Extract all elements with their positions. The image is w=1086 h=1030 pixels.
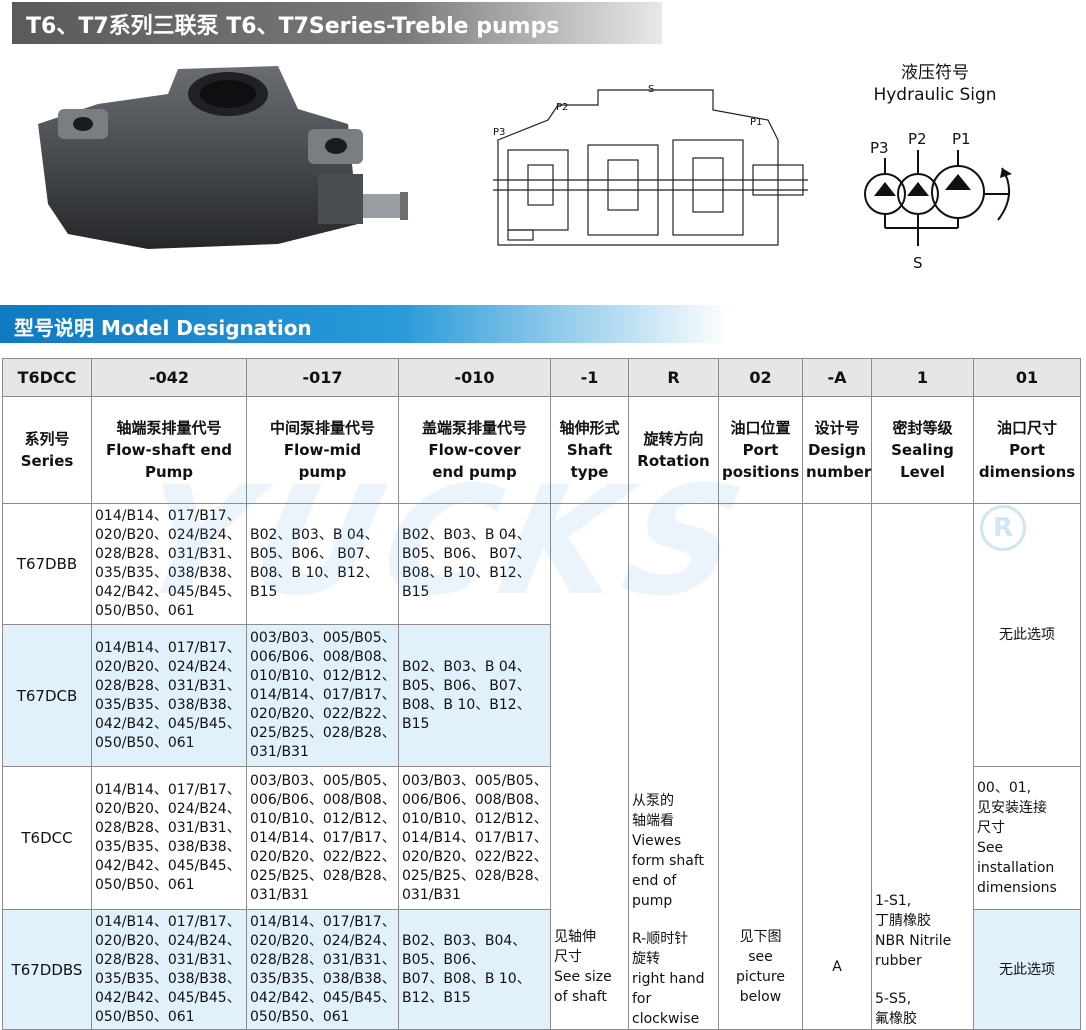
hydraulic-sign-title: 液压符号 Hydraulic Sign: [860, 62, 1010, 106]
section-title: 型号说明 Model Designation: [14, 316, 312, 340]
shaft-end-codes: 014/B14、017/B17、020/B20、024/B24、028/B28、…: [91, 909, 247, 1030]
code-cell: -010: [398, 358, 551, 397]
code-cell: -017: [246, 358, 399, 397]
port-dim-none-2: 无此选项: [973, 909, 1081, 1030]
section-title-bar: 型号说明 Model Designation: [0, 305, 730, 343]
series-cell: T6DCC: [2, 766, 92, 910]
mid-codes: 003/B03、005/B05、006/B06、008/B08、010/B10、…: [246, 624, 399, 767]
code-cell: -042: [91, 358, 247, 397]
shaft-end-codes: 014/B14、017/B17、020/B20、024/B24、028/B28、…: [91, 624, 247, 767]
series-cell: T67DDBS: [2, 909, 92, 1030]
shaft-end-codes: 014/B14、017/B17、020/B20、024/B24、028/B28、…: [91, 503, 247, 625]
table-row: T67DBB 014/B14、017/B17、020/B20、024/B24、0…: [2, 503, 1081, 1030]
design-number-value: A: [802, 503, 872, 1030]
hyd-label-p3: P3: [870, 139, 889, 157]
cover-codes: B02、B03、B04、B05、B06、B07、B08、B 10、B12、B15: [398, 909, 551, 1030]
cover-codes: B02、B03、B 04、B05、B06、 B07、B08、B 10、B12、B…: [398, 503, 551, 625]
hyd-label-p1: P1: [952, 130, 971, 148]
model-designation-table: T6DCC -042 -017 -010 -1 R 02 -A 1 01 系列号…: [2, 358, 1081, 1030]
hydraulic-sign-title-cn: 液压符号: [901, 63, 969, 83]
code-cell: -A: [802, 358, 872, 397]
registered-mark-icon: R: [980, 505, 1026, 551]
code-cell: R: [628, 358, 719, 397]
drawing-label-p1: P1: [750, 117, 762, 128]
series-cell: T67DCB: [2, 624, 92, 767]
cover-codes: B02、B03、B 04、B05、B06、 B07、B08、B 10、B12、B…: [398, 624, 551, 767]
pump-photo: [38, 66, 408, 249]
hyd-label-p2: P2: [908, 130, 927, 148]
drawing-label-p3: P3: [493, 127, 505, 138]
table-row: T6DCC 014/B14、017/B17、020/B20、024/B24、02…: [2, 766, 1081, 910]
series-cell: T67DBB: [2, 503, 92, 625]
sectional-drawing: P3 P2 S P1: [493, 84, 808, 246]
mid-codes: B02、B03、B 04、B05、B06、 B07、B08、B 10、B12、B…: [246, 503, 399, 625]
code-cell: -1: [550, 358, 629, 397]
page-title-bar: T6、T7系列三联泵 T6、T7Series-Treble pumps: [12, 2, 662, 44]
hydraulic-symbol: P3 P2 P1 S: [864, 130, 1012, 272]
code-row: T6DCC -042 -017 -010 -1 R 02 -A 1 01: [2, 358, 1081, 397]
code-cell: 1: [871, 358, 974, 397]
hyd-label-s: S: [913, 254, 923, 272]
drawing-label-s: S: [648, 84, 654, 95]
code-cell: 02: [718, 358, 803, 397]
shaft-end-codes: 014/B14、017/B17、020/B20、024/B24、028/B28、…: [91, 766, 247, 910]
code-cell: 01: [973, 358, 1081, 397]
hydraulic-sign-title-en: Hydraulic Sign: [873, 85, 997, 105]
mid-codes: 003/B03、005/B05、006/B06、008/B08、010/B10、…: [246, 766, 399, 910]
code-cell: T6DCC: [2, 358, 92, 397]
page-title: T6、T7系列三联泵 T6、T7Series-Treble pumps: [26, 14, 560, 39]
drawing-label-p2: P2: [556, 102, 568, 113]
mid-codes: 014/B14、017/B17、020/B20、024/B24、028/B28、…: [246, 909, 399, 1030]
cover-codes: 003/B03、005/B05、006/B06、008/B08、010/B10、…: [398, 766, 551, 910]
